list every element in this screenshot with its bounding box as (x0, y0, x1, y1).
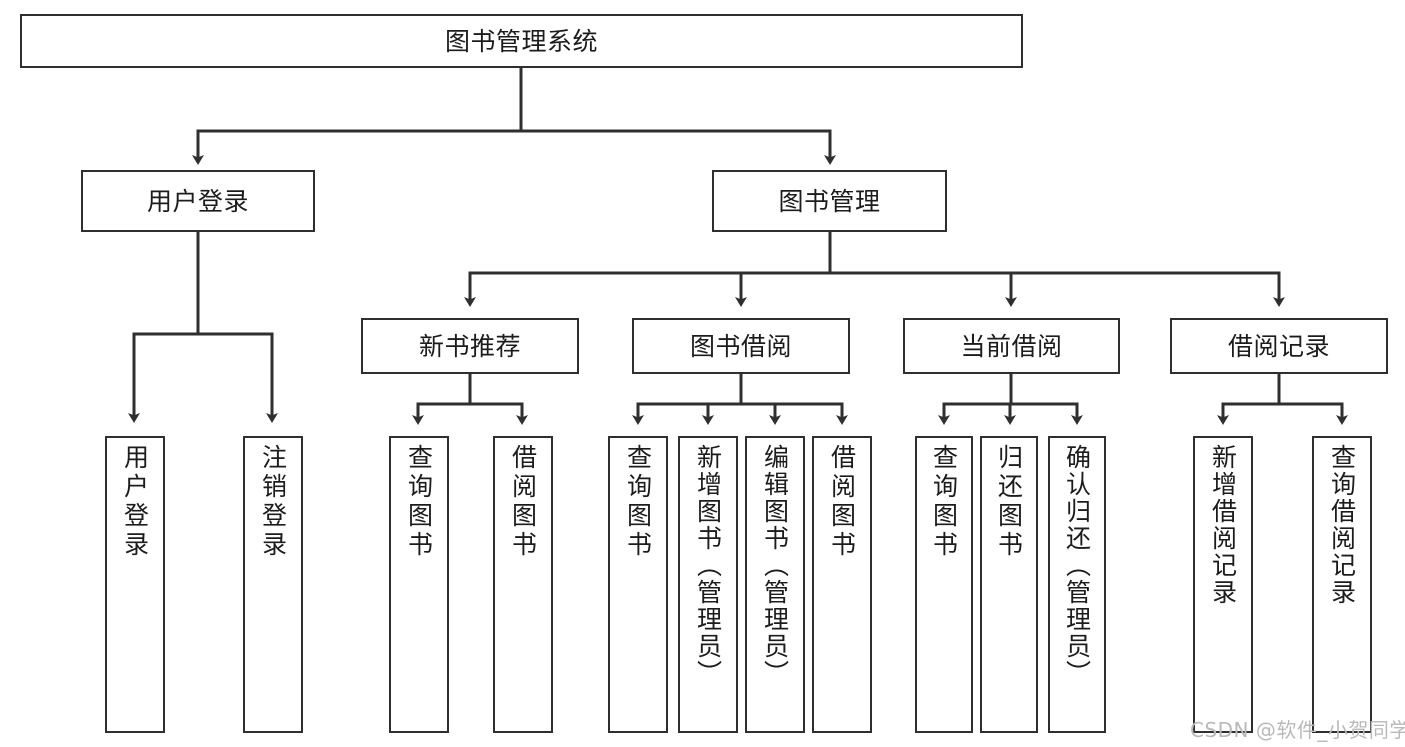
leaf-current-borrow-return[interactable]: 归还图书 (980, 436, 1038, 733)
leaf-book-borrow-add-label: 新增图书（管理员） (693, 444, 723, 687)
leaf-current-borrow-confirm[interactable]: 确认归还（管理员） (1048, 436, 1106, 733)
node-user-login[interactable]: 用户登录 (81, 170, 315, 232)
leaf-book-borrow-query[interactable]: 查询图书 (608, 436, 668, 733)
node-user-login-label: 用户登录 (146, 186, 249, 216)
leaf-new-book-borrow[interactable]: 借阅图书 (493, 436, 553, 733)
node-book-borrow-label: 图书借阅 (689, 331, 792, 361)
node-new-book-recommend-label: 新书推荐 (418, 331, 521, 361)
node-root[interactable]: 图书管理系统 (20, 14, 1023, 68)
leaf-book-borrow-edit-label: 编辑图书（管理员） (760, 444, 790, 687)
leaf-book-borrow-edit[interactable]: 编辑图书（管理员） (745, 436, 805, 733)
leaf-borrow-record-query[interactable]: 查询借阅记录 (1312, 436, 1372, 733)
node-book-management[interactable]: 图书管理 (712, 170, 947, 232)
leaf-user-login-logout-label: 注销登录 (258, 444, 288, 560)
leaf-borrow-record-query-label: 查询借阅记录 (1327, 444, 1357, 606)
leaf-current-borrow-confirm-label: 确认归还（管理员） (1062, 444, 1092, 687)
leaf-book-borrow-borrow-label: 借阅图书 (827, 444, 857, 560)
leaf-current-borrow-query-label: 查询图书 (929, 444, 959, 560)
node-new-book-recommend[interactable]: 新书推荐 (361, 318, 579, 374)
node-borrow-record[interactable]: 借阅记录 (1170, 318, 1388, 374)
node-book-borrow[interactable]: 图书借阅 (632, 318, 850, 374)
leaf-user-login-logout[interactable]: 注销登录 (243, 436, 303, 733)
leaf-book-borrow-borrow[interactable]: 借阅图书 (812, 436, 872, 733)
leaf-borrow-record-add[interactable]: 新增借阅记录 (1193, 436, 1253, 733)
node-borrow-record-label: 借阅记录 (1227, 331, 1330, 361)
leaf-new-book-query-label: 查询图书 (404, 444, 434, 560)
leaf-current-borrow-query[interactable]: 查询图书 (915, 436, 973, 733)
node-book-management-label: 图书管理 (778, 186, 881, 216)
node-current-borrow-label: 当前借阅 (960, 331, 1063, 361)
node-root-label: 图书管理系统 (444, 26, 598, 56)
leaf-borrow-record-add-label: 新增借阅记录 (1208, 444, 1238, 606)
leaf-current-borrow-return-label: 归还图书 (994, 444, 1024, 560)
leaf-book-borrow-query-label: 查询图书 (623, 444, 653, 560)
leaf-new-book-query[interactable]: 查询图书 (389, 436, 449, 733)
leaf-book-borrow-add[interactable]: 新增图书（管理员） (678, 436, 738, 733)
leaf-user-login-login-label: 用户登录 (120, 444, 150, 560)
node-current-borrow[interactable]: 当前借阅 (903, 318, 1120, 374)
leaf-user-login-login[interactable]: 用户登录 (105, 436, 165, 733)
leaf-new-book-borrow-label: 借阅图书 (508, 444, 538, 560)
